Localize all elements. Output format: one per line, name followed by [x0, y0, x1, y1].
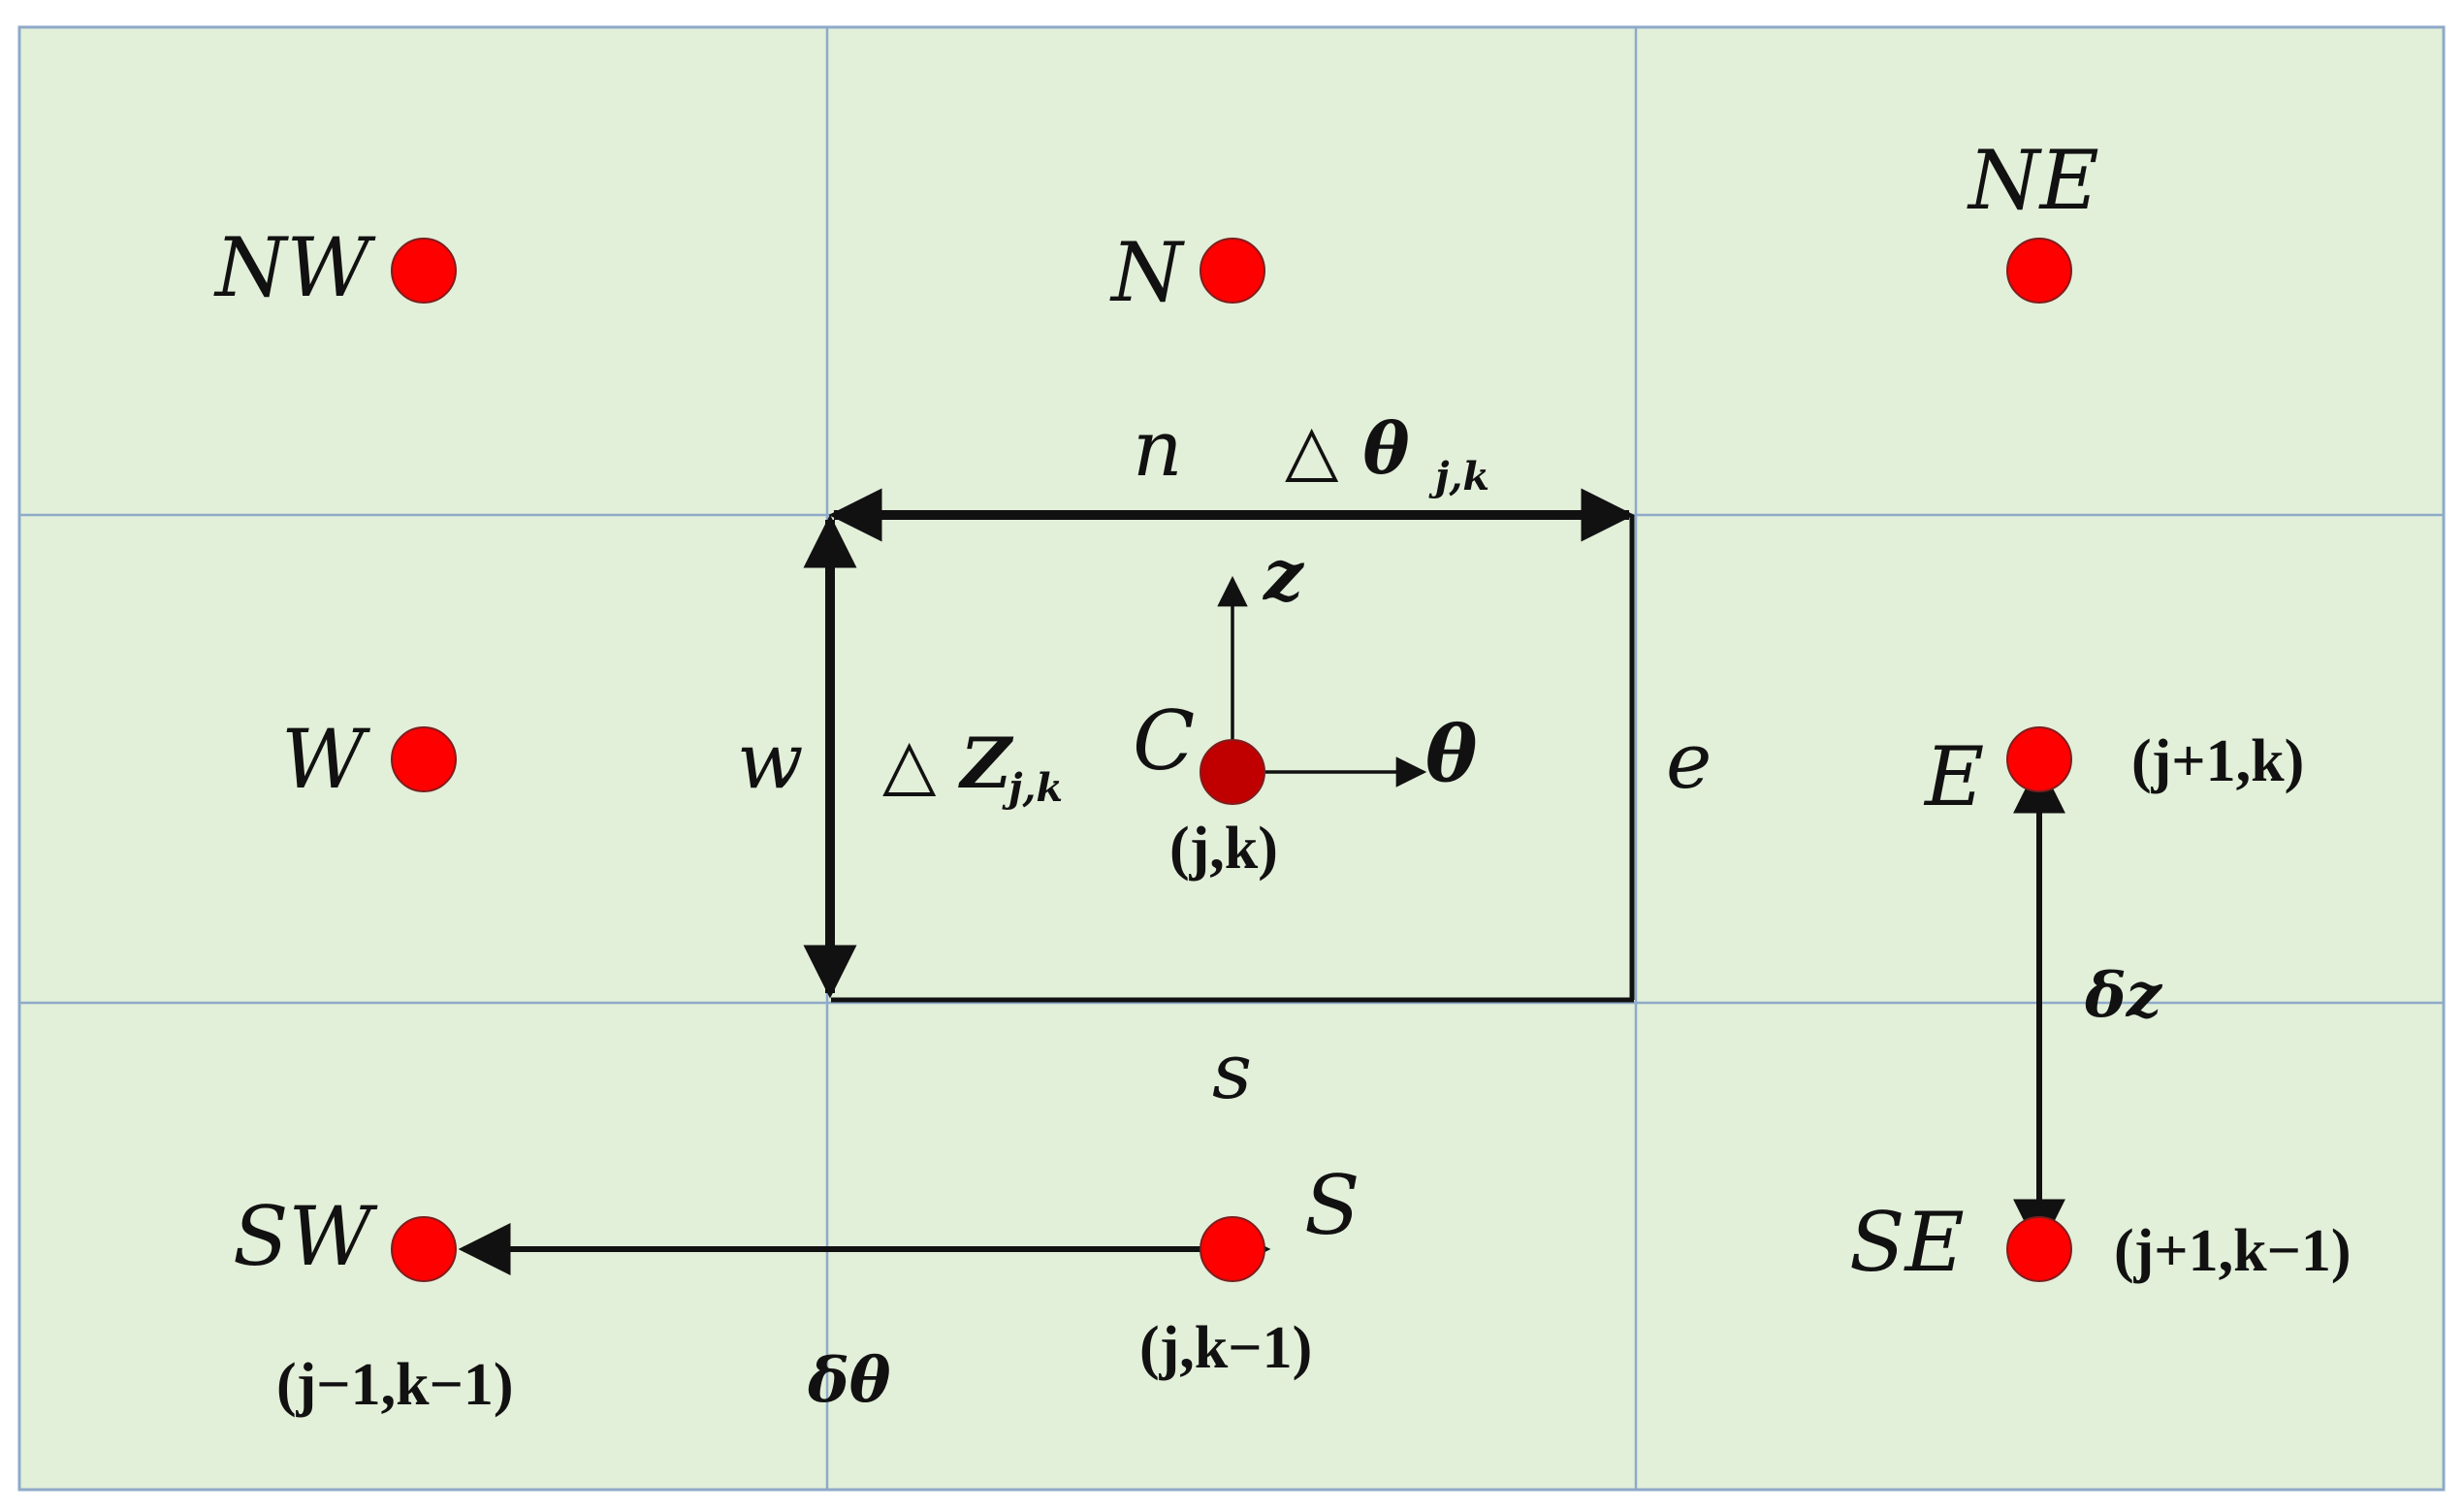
- node-s: [1200, 1216, 1265, 1282]
- label-n: N: [1109, 225, 1185, 320]
- face-label-east: e: [1666, 716, 1712, 806]
- face-label-west: w: [737, 716, 803, 806]
- node-e: [2006, 726, 2072, 792]
- coord-southwest: (j−1,k−1): [276, 1352, 514, 1418]
- delta-z-label: △ Z: [882, 722, 1013, 804]
- coord-center: (j,k): [1169, 816, 1278, 882]
- node-c: [1200, 739, 1265, 805]
- label-s: S: [1304, 1158, 1360, 1253]
- coord-east: (j+1,k): [2131, 728, 2304, 794]
- small-delta-theta-label: δθ: [807, 1344, 891, 1417]
- label-sw: SW: [233, 1189, 379, 1284]
- label-w: W: [281, 712, 371, 807]
- face-label-south: s: [1212, 1026, 1252, 1116]
- axis-label-z: z: [1262, 533, 1305, 616]
- delta-theta-subscript: j,k: [1428, 454, 1489, 499]
- delta-z-subscript: j,k: [1002, 765, 1063, 811]
- node-se: [2006, 1216, 2072, 1282]
- coord-southeast: (j+1,k−1): [2114, 1218, 2352, 1284]
- control-volume-border: [831, 515, 1635, 1003]
- label-c: C: [1133, 693, 1195, 788]
- delta-theta-label: △ θ: [1285, 407, 1409, 490]
- nodes: [391, 238, 2072, 1282]
- coord-south: (j,k−1): [1139, 1315, 1312, 1381]
- small-delta-z-label: δz: [2084, 959, 2163, 1032]
- face-labels: n s w e: [737, 403, 1712, 1116]
- axis-label-theta: θ: [1425, 708, 1478, 799]
- node-ne: [2006, 238, 2072, 304]
- node-nw: [391, 238, 457, 304]
- coordinate-labels: (j,k) (j+1,k) (j,k−1) (j−1,k−1) (j+1,k−1…: [276, 728, 2352, 1418]
- label-nw: NW: [213, 220, 377, 315]
- node-sw: [391, 1216, 457, 1282]
- label-se: SE: [1849, 1195, 1965, 1290]
- label-e: E: [1923, 729, 1984, 824]
- face-label-north: n: [1133, 403, 1183, 494]
- node-w: [391, 726, 457, 792]
- label-ne: NE: [1967, 133, 2099, 228]
- node-n: [1200, 238, 1265, 304]
- node-labels: NW N NE W C E SW S SE: [213, 133, 2099, 1290]
